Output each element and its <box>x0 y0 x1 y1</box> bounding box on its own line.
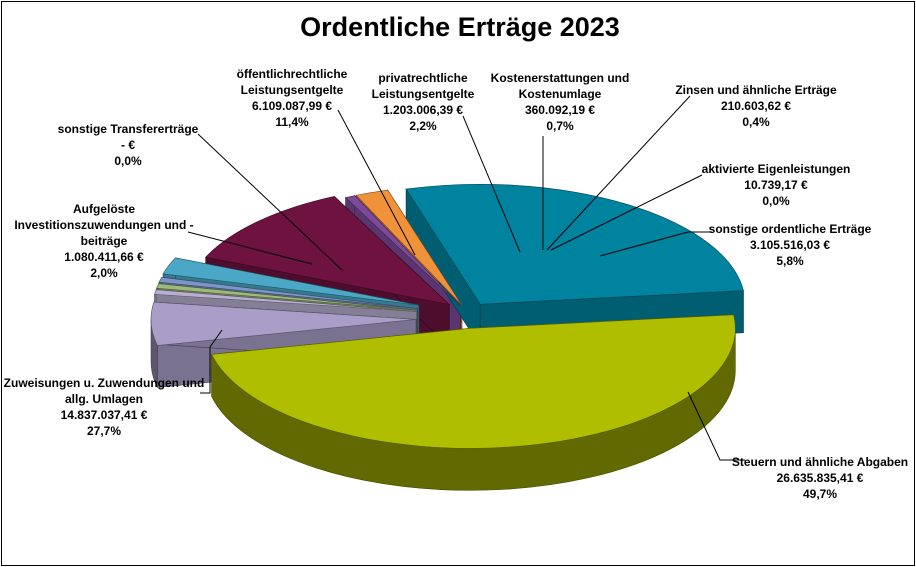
leader-line <box>337 109 416 256</box>
leader-line <box>197 133 343 271</box>
pie-slice-top <box>156 283 418 311</box>
chart-title: Ordentliche Erträge 2023 <box>300 12 620 42</box>
pie-slice-top <box>405 183 744 305</box>
leader-line <box>187 231 313 265</box>
pie-slice-top <box>355 189 463 306</box>
leader-line <box>550 174 703 251</box>
leader-line <box>546 95 691 251</box>
pie-slice-top <box>150 301 417 346</box>
pie-slices <box>150 183 744 491</box>
pie-slice-top <box>158 276 418 309</box>
leader-line <box>462 115 521 253</box>
leader-line <box>200 329 223 394</box>
pie-slice-top <box>205 196 451 306</box>
pie-slice-top <box>211 314 736 449</box>
pie-slice-top <box>344 195 461 306</box>
leader-lines <box>187 95 745 461</box>
slice-label: sonstige Transfererträge- €0,0% <box>58 122 199 168</box>
pie-slice-top <box>162 257 419 306</box>
leader-line <box>687 391 745 461</box>
pie-slice-top <box>154 289 417 312</box>
leader-line <box>599 231 712 257</box>
